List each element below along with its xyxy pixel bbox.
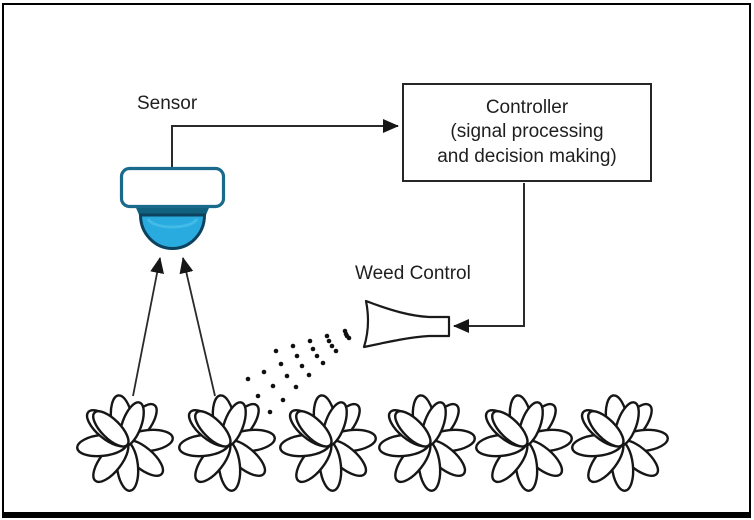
spray-nozzle-icon [362,299,451,349]
plants-row [74,392,671,494]
spray-dots [245,328,352,415]
connector-sensor-to-controller [171,119,399,169]
sensor-label: Sensor [137,93,198,114]
plant-5 [473,392,575,494]
plant-4 [376,392,478,494]
dome-camera-icon [119,166,226,250]
connector-controller-to-weedcontrol [453,183,525,333]
controller-node: Controller (signal processing and decisi… [402,83,652,182]
plant-1 [74,392,176,494]
controller-label-line2: (signal processing [450,121,604,143]
plant-2 [176,392,278,494]
controller-label-line3: and decision making) [437,145,617,167]
arrows-plants-to-sensor [132,257,216,397]
weed-control-label: Weed Control [355,263,471,284]
plant-6 [569,392,671,494]
plant-3 [277,392,379,494]
controller-label-line1: Controller [485,96,569,118]
